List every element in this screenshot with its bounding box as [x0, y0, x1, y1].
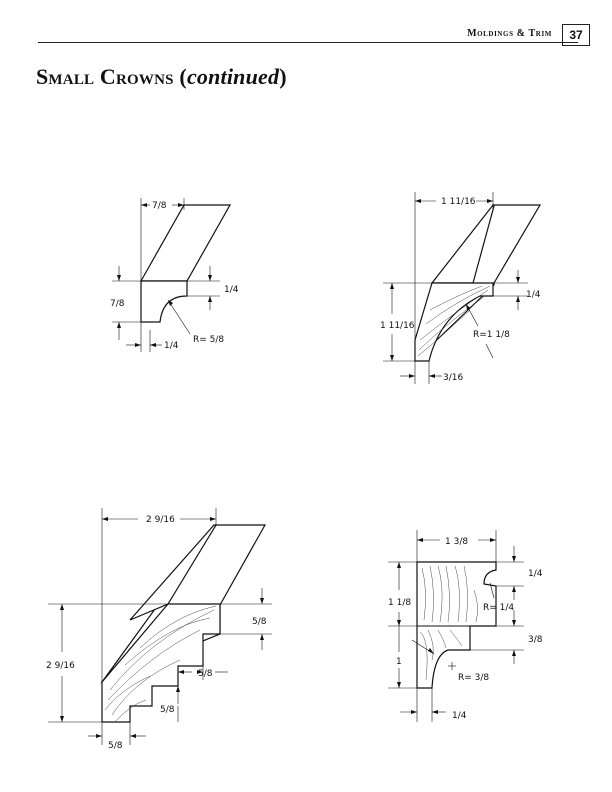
crown-2-top-label: 1/4: [526, 290, 541, 300]
crown-2-height-label: 1 11/16: [380, 321, 415, 331]
crown-3-bottom-label: 5/8: [108, 741, 123, 751]
page-title: Small Crowns (continued): [36, 64, 287, 90]
crown-3-step-label: 5/8: [198, 669, 213, 679]
crown-4-lower-height-label: 1: [396, 657, 402, 667]
crown-3-profile: [101, 603, 221, 723]
crown-4-lower-radius-label: R= 3/8: [458, 673, 489, 683]
drawing-crown-2: 1 11/16 1 11/16 1/4 R=1 1/8 3/16: [380, 192, 542, 384]
crown-1-profile: [140, 280, 188, 323]
crown-4-upper-height-label: 1 1/8: [388, 598, 411, 608]
crown-4-mid-label: 3/8: [528, 635, 543, 645]
crown-4-top-label: 1/4: [528, 569, 543, 579]
crown-1-top-label: 1/4: [224, 285, 239, 295]
title-paren-close: ): [279, 64, 287, 89]
title-continued: continued: [186, 64, 280, 89]
section-title: Moldings & Trim: [467, 28, 552, 39]
crown-2-width-label: 1 11/16: [441, 197, 476, 207]
crown-1-bottom-label: 1/4: [164, 341, 179, 351]
header-rule: [38, 42, 578, 43]
crown-1-height-label: 7/8: [110, 299, 125, 309]
crown-3-height-label: 2 9/16: [46, 661, 75, 671]
crown-3-width-label: 2 9/16: [146, 515, 175, 525]
title-main: Small Crowns: [36, 64, 174, 89]
crown-3-lower-step-label: 5/8: [160, 705, 175, 715]
crown-1-width-label: 7/8: [152, 201, 167, 211]
crown-2-radius-label: R=1 1/8: [473, 330, 510, 340]
crown-1-radius-label: R= 5/8: [193, 335, 224, 345]
drawing-crown-3: 2 9/16 2 9/16 5/8 5/8 5/8 5/8: [46, 508, 272, 751]
crown-4-bottom-label: 1/4: [452, 711, 467, 721]
drawing-crown-1: 7/8 7/8 1/4 R= 5/8 1/4: [110, 198, 239, 352]
title-paren-open: (: [173, 64, 187, 89]
crown-1-top-face: [139, 204, 232, 282]
crown-2-bottom-label: 3/16: [443, 373, 463, 383]
crown-4-width-label: 1 3/8: [445, 537, 468, 547]
drawing-crown-4: 1 3/8 1/4 R= 1/4 1 1/8 1 3/8: [388, 530, 543, 722]
crown-4-upper-radius-label: R= 1/4: [483, 603, 514, 613]
crown-3-top-label: 5/8: [252, 617, 267, 627]
page-number: 37: [562, 24, 590, 46]
crown-4-profile: [416, 561, 497, 689]
